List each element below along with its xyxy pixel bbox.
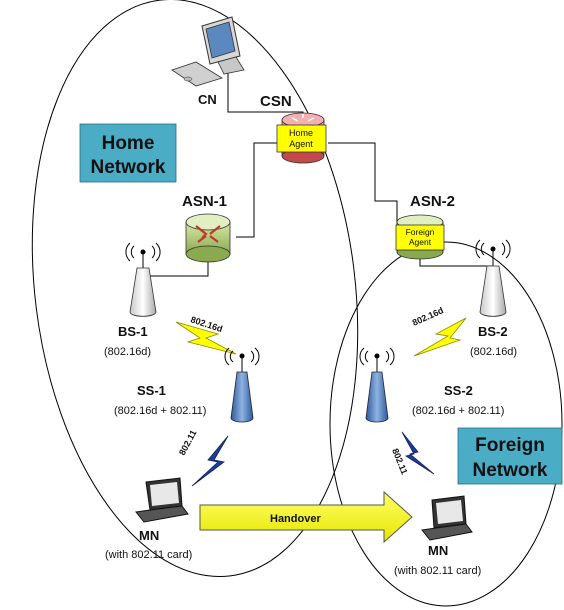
bs2-antenna-icon: [475, 239, 511, 317]
ss2-mn-link-label: 802.11: [390, 447, 409, 476]
mn-foreign-sub: (with 802.11 card): [394, 565, 481, 577]
cn-label: CN: [198, 92, 217, 107]
foreign-network-line2: Network: [473, 460, 548, 481]
bs1-label: BS-1: [118, 324, 148, 339]
bs1-antenna-icon: [125, 242, 161, 317]
handover-label: Handover: [270, 513, 321, 525]
foreign-network-boundary: [329, 241, 563, 607]
link-csn-asn2: [328, 142, 398, 232]
ss2-sub: (802.16d + 802.11): [412, 405, 504, 417]
csn-label: CSN: [260, 93, 292, 110]
ss2-label: SS-2: [444, 383, 473, 398]
bs2-label: BS-2: [478, 324, 508, 339]
mn-home-sub: (with 802.11 card): [105, 549, 192, 561]
mn-foreign-laptop-icon: [421, 495, 473, 541]
home-agent-line1: Home: [289, 128, 313, 138]
home-network-badge: [79, 123, 177, 183]
wimax-link-bolt-foreign: [413, 317, 467, 357]
ss1-antenna-icon: [224, 347, 260, 423]
wifi-link-bolt-home: [191, 435, 229, 487]
home-agent-line2: Agent: [289, 139, 313, 149]
foreign-network-badge: [457, 427, 563, 485]
wired-links: [150, 70, 493, 277]
link-csn-asn1: [236, 142, 282, 238]
ss1-label: SS-1: [137, 383, 166, 398]
ss2-antenna-icon: [359, 347, 395, 423]
home-network-line2: Network: [91, 157, 166, 178]
link-asn2-bs2: [419, 256, 493, 274]
mn-home-label: MN: [139, 528, 159, 543]
home-network-boundary: [31, 0, 359, 577]
handover-arrow: [199, 490, 413, 544]
asn1-label: ASN-1: [182, 193, 227, 210]
bs2-ss2-link-label: 802.16d: [411, 305, 445, 328]
ss1-sub: (802.16d + 802.11): [114, 405, 206, 417]
foreign-agent-line1: Foreign: [406, 227, 435, 237]
mn-foreign-label: MN: [428, 543, 448, 558]
asn1-router-icon: [185, 213, 231, 263]
home-network-line1: Home: [102, 133, 155, 154]
foreign-agent-line2: Agent: [409, 237, 432, 247]
wifi-link-bolt-foreign: [401, 431, 435, 475]
bs1-sub: (802.16d): [104, 346, 151, 358]
asn2-label: ASN-2: [410, 193, 455, 210]
bs2-sub: (802.16d): [470, 346, 517, 358]
ss1-mn-link-label: 802.11: [177, 428, 199, 457]
wimax-link-bolt-home: [175, 321, 237, 355]
cn-computer-icon: [171, 16, 245, 87]
foreign-agent-badge: [395, 224, 445, 251]
foreign-network-line1: Foreign: [475, 435, 545, 456]
mn-home-laptop-icon: [135, 477, 189, 523]
home-agent-badge: [276, 124, 327, 153]
